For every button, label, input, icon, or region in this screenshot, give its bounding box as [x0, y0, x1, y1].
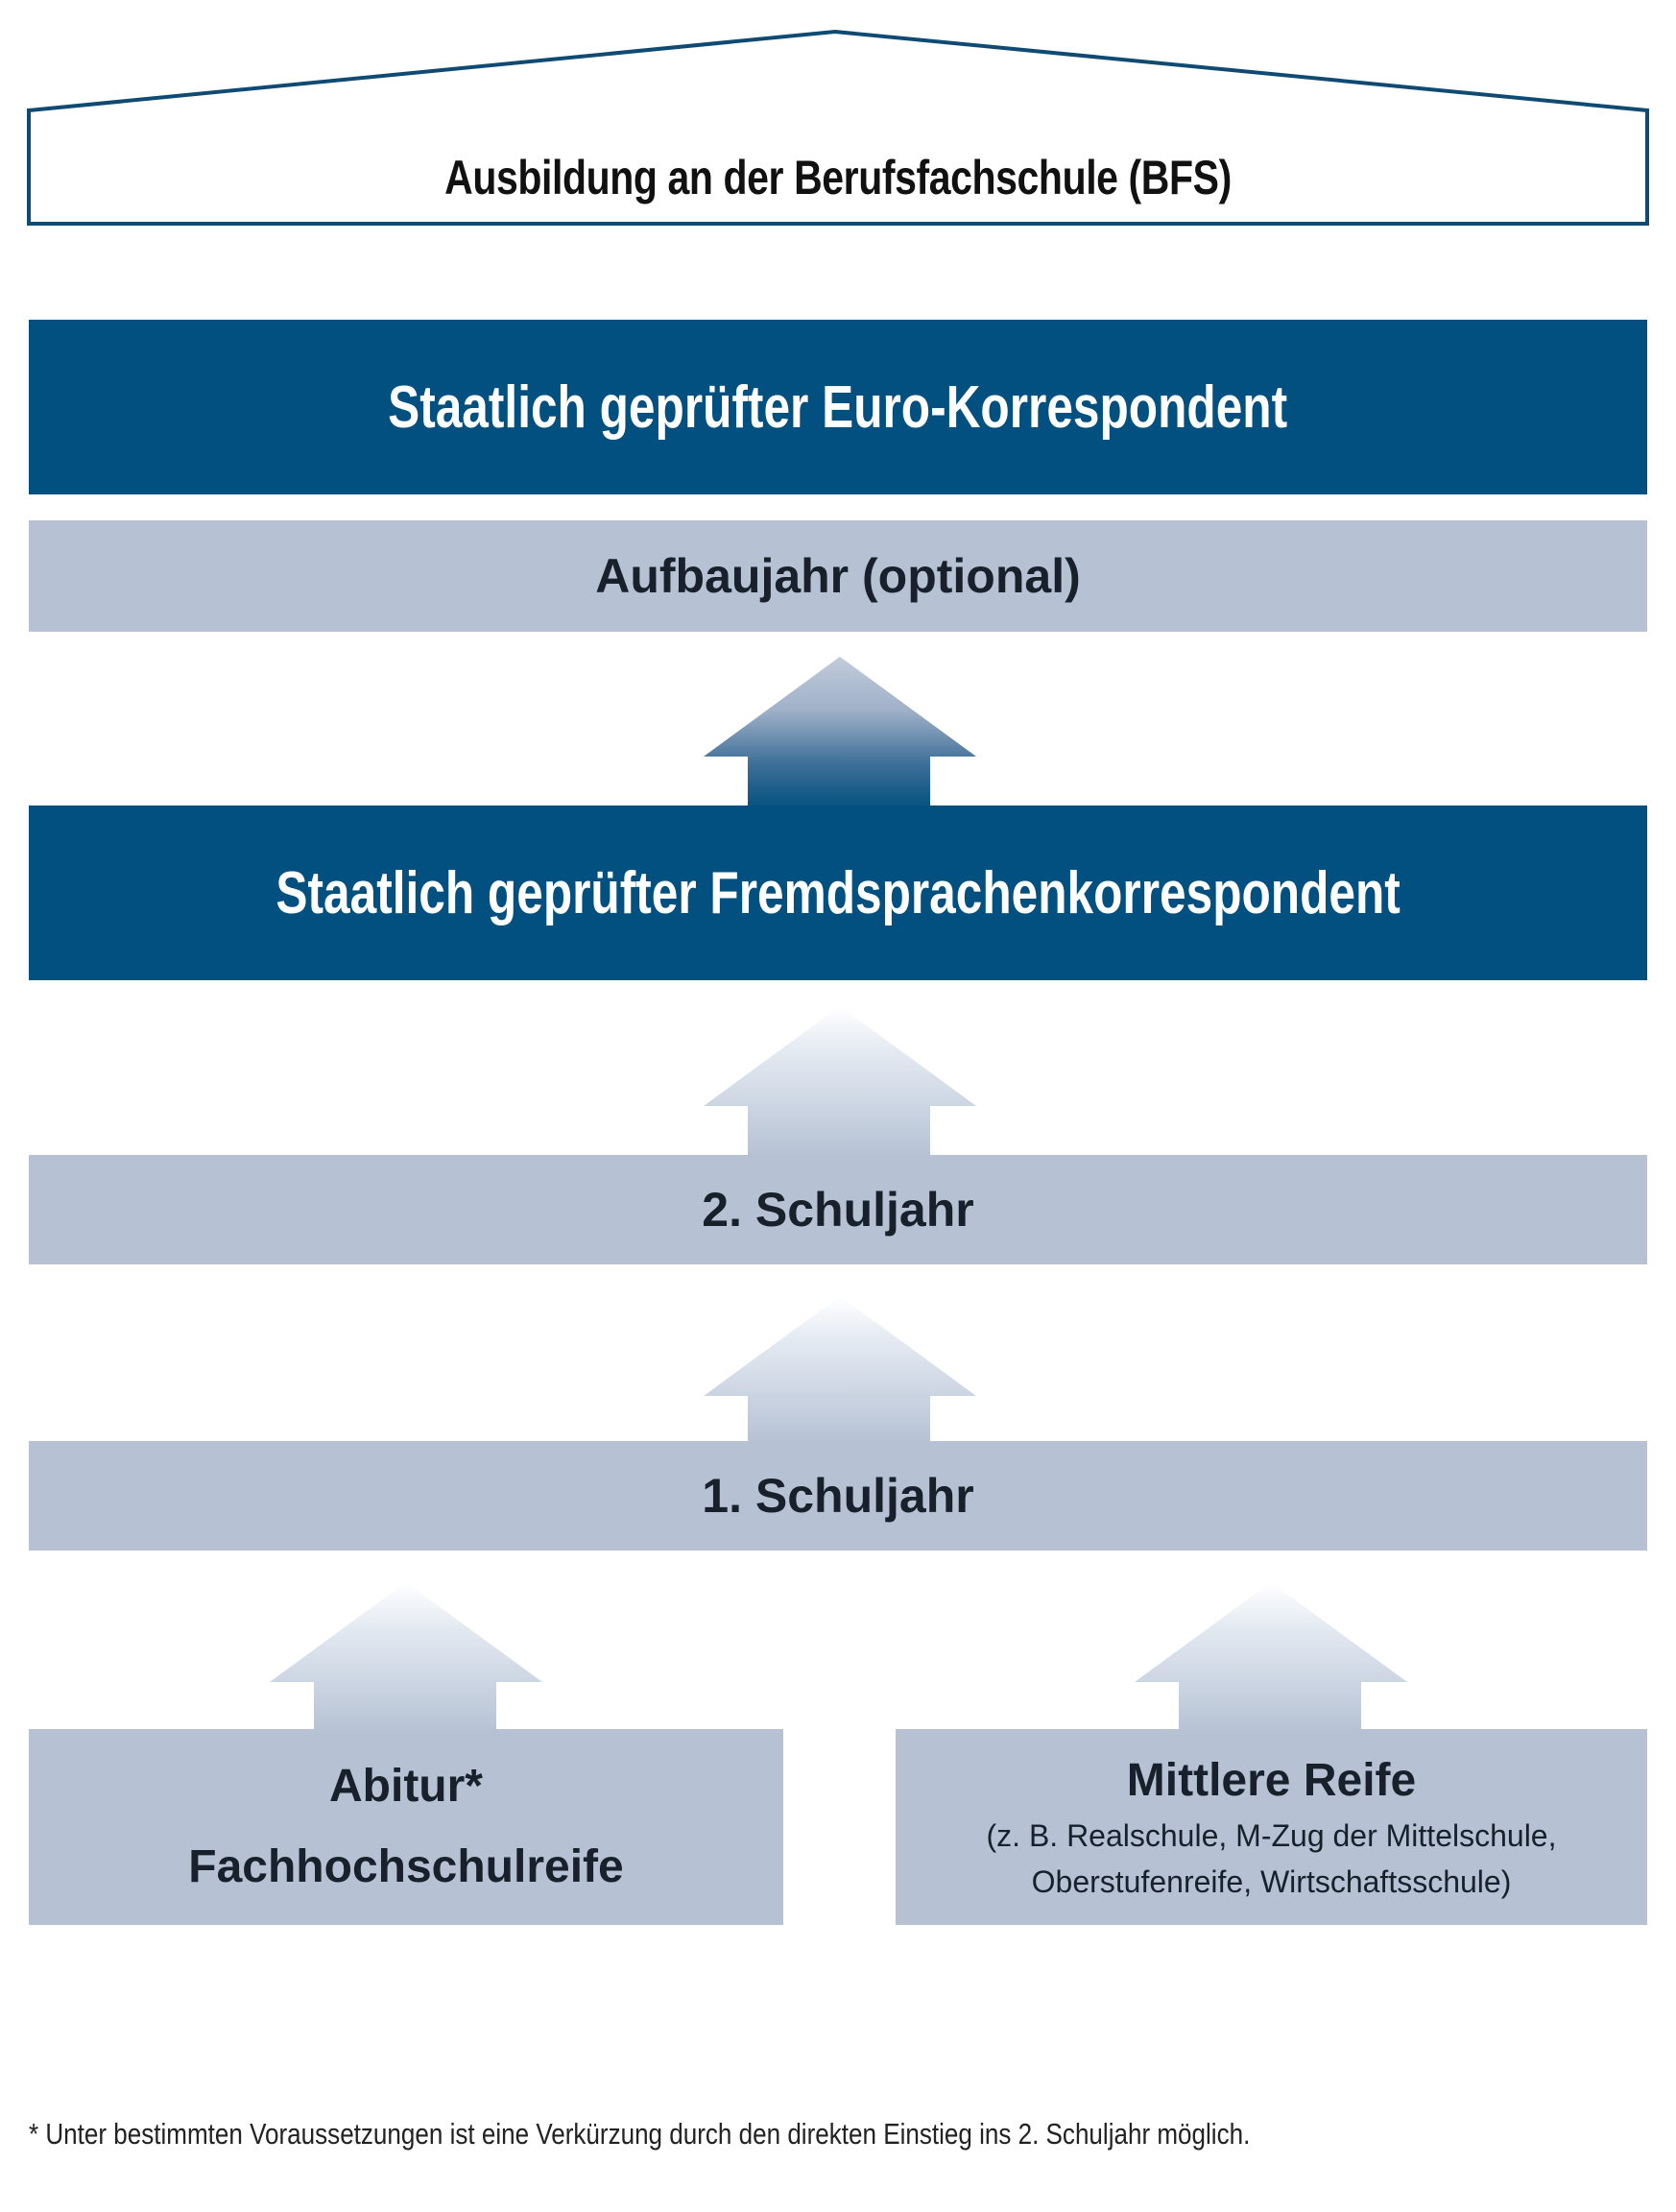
level-label: 2. Schuljahr	[702, 1183, 974, 1237]
level-label: Staatlich geprüfter Euro-Korrespondent	[388, 373, 1288, 441]
arrow-up-icon	[704, 1296, 976, 1442]
entry-abitur-box: Abitur* Fachhochschulreife	[29, 1729, 783, 1925]
house-roof-outline	[27, 29, 1649, 226]
level-euro-korrespondent: Staatlich geprüfter Euro-Korrespondent	[29, 320, 1647, 494]
entry-abitur-label: Abitur*	[329, 1761, 483, 1812]
arrow-up-icon	[704, 1006, 976, 1156]
level-label: Aufbaujahr (optional)	[595, 549, 1081, 603]
entry-detail-line-2: Oberstufenreife, Wirtschaftsschule)	[1031, 1864, 1512, 1899]
arrow-up-icon	[270, 1582, 542, 1732]
level-label: Staatlich geprüfter Fremdsprachenkorresp…	[275, 859, 1401, 926]
arrow-up-icon	[1135, 1582, 1407, 1732]
entry-mittlere-reife-label: Mittlere Reife	[1126, 1755, 1417, 1806]
entry-mittlere-reife-box: Mittlere Reife (z. B. Realschule, M-Zug …	[896, 1729, 1647, 1925]
level-2-schuljahr: 2. Schuljahr	[29, 1155, 1647, 1264]
diagram-title: Ausbildung an der Berufsfachschule (BFS)	[444, 151, 1232, 204]
level-1-schuljahr: 1. Schuljahr	[29, 1441, 1647, 1551]
level-fremdsprachenkorrespondent: Staatlich geprüfter Fremdsprachenkorresp…	[29, 805, 1647, 980]
level-label: 1. Schuljahr	[702, 1469, 974, 1523]
entry-detail-line-1: (z. B. Realschule, M-Zug der Mittelschul…	[986, 1818, 1557, 1853]
footnote: * Unter bestimmten Voraussetzungen ist e…	[29, 2117, 1251, 2151]
entry-fachhochschulreife-label: Fachhochschulreife	[188, 1841, 624, 1892]
level-aufbaujahr: Aufbaujahr (optional)	[29, 520, 1647, 632]
arrow-up-icon	[704, 657, 976, 810]
